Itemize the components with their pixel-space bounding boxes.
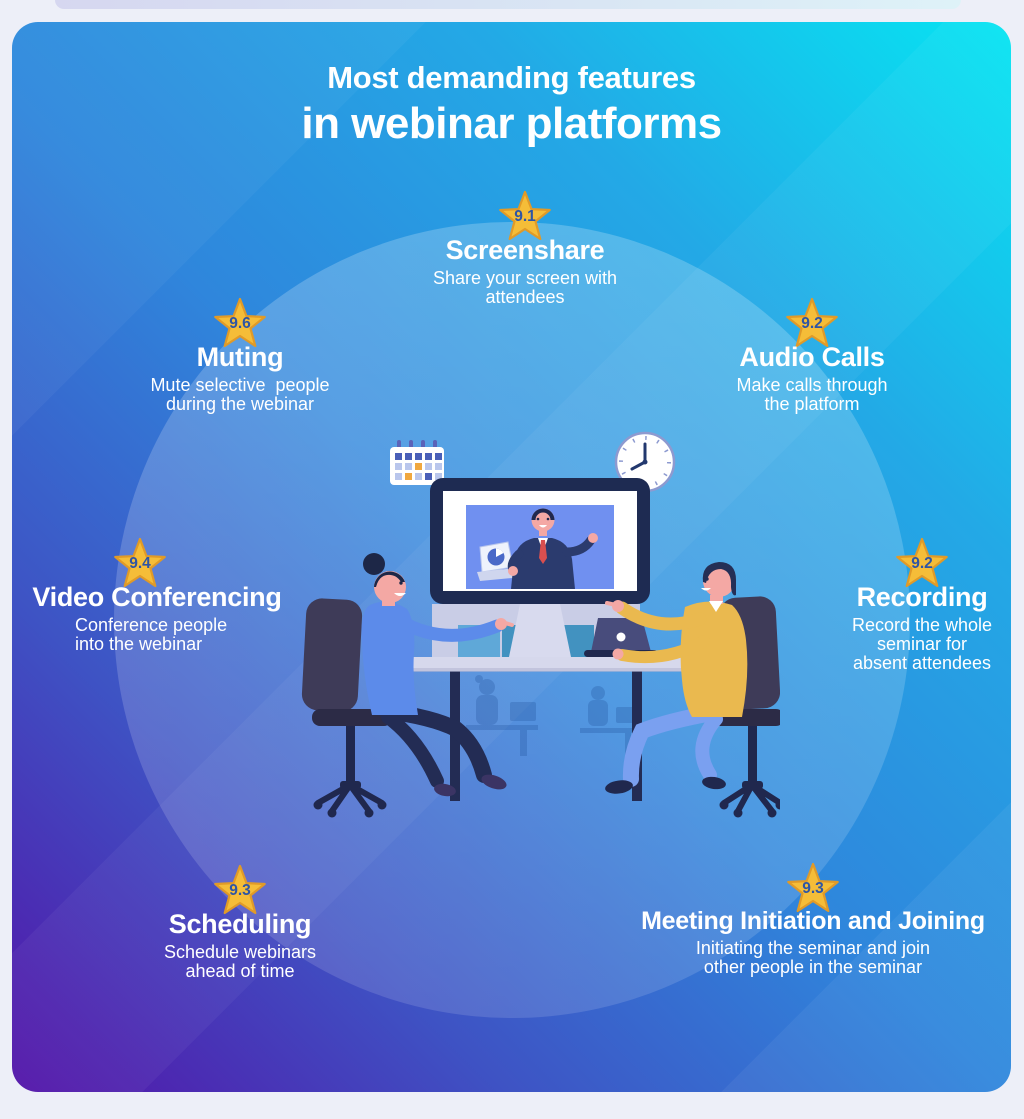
infographic-card: Most demanding features in webinar platf… [12,22,1011,1092]
feature-description: Record the whole seminar for absent atte… [851,615,993,673]
feature-video-conferencing: 9.4 Video Conferencing Conference people… [12,536,312,654]
feature-description: Initiating the seminar and join other pe… [695,938,931,977]
rating-value: 9.2 [801,315,823,332]
video-presenter [477,508,598,589]
rating-value: 9.2 [911,555,933,572]
feature-description: Conference people into the webinar [75,615,228,654]
previous-card-edge [55,0,961,9]
star-rating-icon: 9.2 [896,537,948,588]
webinar-illustration [301,431,780,818]
feature-title: Audio Calls [739,342,885,372]
feature-description: Mute selective people during the webinar [150,375,330,414]
rating-value: 9.6 [229,315,251,332]
feature-recording: 9.2 Recording Record the whole seminar f… [822,536,1011,673]
feature-description: Schedule webinars ahead of time [163,942,317,981]
feature-title: Meeting Initiation and Joining [641,907,985,935]
feature-title: Recording [856,582,988,612]
feature-description: Share your screen with attendees [432,268,618,307]
calendar-icon [390,440,444,485]
monitor [430,478,650,604]
rating-value: 9.1 [514,208,536,225]
feature-audio-calls: 9.2 Audio Calls Make calls through the p… [692,296,932,414]
feature-description: Make calls through the platform [736,375,888,414]
feature-muting: 9.6 Muting Mute selective people during … [110,296,370,414]
title-line-2: in webinar platforms [301,99,722,148]
rating-value: 9.4 [129,555,151,572]
feature-scheduling: 9.3 Scheduling Schedule webinars ahead o… [120,863,360,981]
star-rating-icon: 9.2 [786,297,838,348]
man-attendee [605,562,748,794]
rating-value: 9.3 [802,880,824,897]
title-line-1: Most demanding features [327,60,696,95]
feature-screenshare: 9.1 Screenshare Share your screen with a… [405,189,645,307]
feature-title: Scheduling [168,909,312,939]
star-rating-icon: 9.4 [114,537,166,588]
feature-title: Screenshare [445,235,605,265]
woman-attendee [361,553,514,797]
feature-title: Video Conferencing [32,582,282,612]
star-rating-icon: 9.3 [787,862,839,913]
star-rating-icon: 9.1 [499,190,551,241]
feature-meeting-initiation-and-joining: 9.3 Meeting Initiation and Joining Initi… [583,861,1011,977]
star-rating-icon: 9.3 [214,864,266,915]
star-rating-icon: 9.6 [214,297,266,348]
page-title: Most demanding features in webinar platf… [12,60,1011,149]
background-silhouettes [466,675,642,756]
feature-title: Muting [196,342,284,372]
office-chair-left [301,598,392,818]
rating-value: 9.3 [229,882,251,899]
